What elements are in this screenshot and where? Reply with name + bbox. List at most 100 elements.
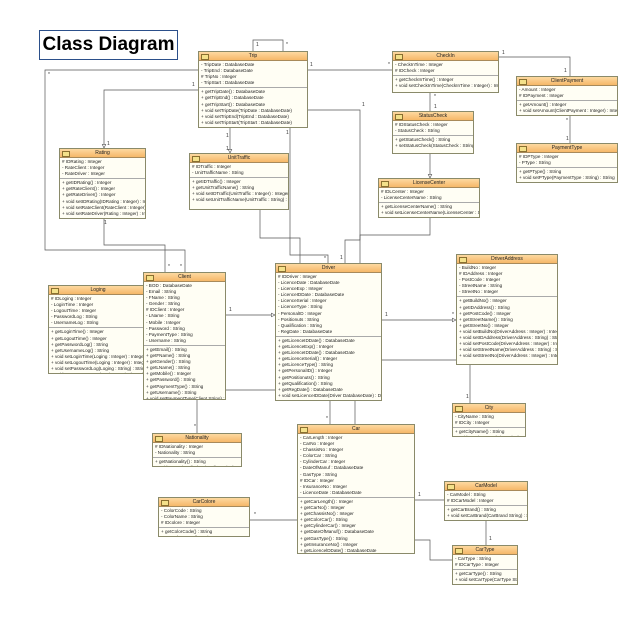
multiplicity-label: 1: [226, 146, 229, 152]
attribute: # IDTraffic : Integer: [192, 164, 232, 169]
method: + void setUsernameLog(Loging : String) :…: [51, 372, 147, 373]
attributes-section: - CarType : String# IDCarType : Integer: [453, 555, 517, 571]
class-header: Loging: [49, 286, 147, 295]
attribute: - Positionuts : String: [278, 316, 320, 322]
multiplicity-label: *: [168, 264, 170, 270]
class-icon: [519, 145, 527, 152]
class-trip[interactable]: Trip- TripDate : DatabaseDate- TripEnd :…: [198, 51, 308, 128]
attribute: - Username : String: [146, 337, 186, 343]
class-driver[interactable]: Driver# IDDriver : Integer- LicenceDate …: [275, 263, 382, 401]
method: + void setTripStart(TripStart : Database…: [201, 119, 292, 125]
attribute: - Amount : Integer: [519, 87, 556, 92]
class-licensecenter[interactable]: LicenseCenter # IDLCenter : Integer- Lice…: [378, 178, 480, 218]
class-carcolore[interactable]: CarColore- ColorCode : String- ColorName…: [158, 497, 250, 537]
attribute: - CityName : String: [455, 414, 494, 419]
multiplicity-label: 1: [286, 130, 289, 136]
methods-section: + getColorCode() : String+ getColorName(…: [159, 528, 249, 536]
attribute: # IDCar : Integer: [300, 477, 334, 483]
multiplicity-label: 1: [340, 255, 343, 261]
class-car[interactable]: Car- CarLength : Integer- CarNo : Intege…: [297, 424, 415, 554]
class-header: Client: [144, 273, 225, 282]
method: + getCarLength() : Integer: [300, 498, 353, 504]
attributes-section: # IDLCenter : Integer- LicenseCenterName…: [379, 188, 479, 204]
attribute: - LicenceDate : DatabaseDate: [300, 489, 362, 495]
class-checkin[interactable]: CheckIn- CheckInTime : Integer# IDCheck …: [392, 51, 499, 93]
method: + void setRateClient(RateClient : Intege…: [62, 204, 146, 210]
association-line: [252, 39, 284, 51]
multiplicity-label: 1: [104, 220, 107, 226]
attribute: - PersonalID : Integer: [278, 310, 322, 316]
class-header: PaymentType: [517, 144, 617, 153]
class-city[interactable]: City- CityName : String# IDCity : Intege…: [452, 403, 526, 437]
method: + getCityName() : String: [455, 429, 505, 435]
class-icon: [519, 78, 527, 85]
methods-section: + getLoginTime() : Integer+ getLogoutTim…: [49, 328, 147, 373]
multiplicity-label: 1: [566, 136, 569, 142]
methods-section: + getTripDate() : DatabaseDate+ getTripE…: [199, 88, 307, 127]
attribute: - PasswordLog : String: [51, 314, 98, 320]
multiplicity-label: *: [48, 72, 50, 78]
class-nationality[interactable]: Nationality# IDNationality : Integer- Na…: [152, 433, 242, 467]
methods-section: + getLicenseCenterName() : String+ void …: [379, 203, 479, 217]
multiplicity-label: *: [194, 424, 196, 430]
class-icon: [192, 155, 200, 162]
method: + getIDAddress() : String: [459, 304, 510, 310]
method: + void setLicenceIDDate(Driver DatabaseD…: [278, 392, 382, 398]
methods-section: + getCarBrand() : String+ void setCarBra…: [445, 506, 527, 520]
attribute: - TripEnd : DatabaseDate: [201, 68, 253, 74]
multiplicity-label: 1: [489, 536, 492, 542]
class-rating[interactable]: Rating# IDRating : Integer- RateClient :…: [59, 148, 146, 219]
attribute: # IDAddress : Integer: [459, 271, 503, 277]
multiplicity-label: *: [324, 256, 326, 262]
class-loging[interactable]: Loging# IDLoging : Integer- LoginTime : …: [48, 285, 148, 374]
method: + getPositionuts() : String: [278, 374, 330, 380]
method: + getInsuranceNo() : Integer: [300, 541, 358, 547]
method: + void setCarType(CarType String) : Stri…: [455, 577, 518, 583]
attribute: - CylinderCar : Integer: [300, 459, 346, 465]
attributes-section: - TripDate : DatabaseDate- TripEnd : Dat…: [199, 61, 307, 89]
attribute: - ColorCar : String: [300, 453, 338, 459]
method: + void setBuildNo(DriverAddress : Intege…: [459, 328, 558, 334]
method: + getPassword() : String: [146, 377, 196, 383]
attribute: - Nationality : String: [155, 450, 196, 456]
class-name: DriverAddress: [491, 256, 523, 262]
class-name: LicenseCenter: [412, 180, 446, 186]
class-carmodel[interactable]: CarModel- CarModel : String# IDCarModel …: [444, 481, 528, 521]
method: + setStatusCheck(StatusCheck : String) :…: [395, 143, 473, 149]
attribute: - ColorCode : String: [161, 508, 202, 513]
class-client[interactable]: Client- BOD : DatabaseDate- Email : Stri…: [143, 272, 226, 400]
class-cartype[interactable]: CarType- CarType : String# IDCarType : I…: [452, 545, 518, 585]
class-clientpayment[interactable]: ClientPayment- Amount : Integer# IDPayme…: [516, 76, 618, 116]
arrowhead: [427, 174, 433, 179]
attributes-section: - BOD : DatabaseDate- Email : String- FN…: [144, 282, 225, 346]
method: + getLicenceIDDate() : DatabaseDate: [278, 350, 355, 356]
method: + getLicenceType() : String: [278, 362, 334, 368]
multiplicity-label: 1: [564, 68, 567, 74]
attributes-section: - ColorCode : String- ColorName : String…: [159, 507, 249, 529]
attribute: - Qualification : String: [278, 322, 322, 328]
multiplicity-label: *: [388, 62, 390, 68]
class-driveraddress[interactable]: DriverAddress - BuildNo : Integer# IDAddr…: [456, 254, 558, 365]
multiplicity-label: 1: [466, 394, 469, 400]
association-line: [308, 109, 361, 263]
class-header: Driver: [276, 264, 381, 273]
method: + getLoginTime() : Integer: [51, 329, 104, 335]
method: + void setCarBrand(CarBrand String) : St…: [447, 513, 527, 519]
class-header: Car: [298, 425, 414, 434]
class-name: Loging: [90, 287, 106, 293]
attribute: - Gender : String: [146, 301, 180, 307]
attribute: - ColorName : String: [161, 514, 203, 520]
attribute: - CarNo : Integer: [300, 441, 335, 447]
method: + void setPType(PaymentType : String) : …: [519, 175, 615, 181]
class-unittraffic[interactable]: UnitTraffic# IDTraffic : Integer- UnitTr…: [189, 153, 289, 210]
association-line: [103, 219, 166, 272]
attributes-section: - Amount : Integer# IDPayment : Integer: [517, 86, 617, 102]
class-paymenttype[interactable]: PaymentType# IDPType : Integer- PType : …: [516, 143, 618, 183]
diagram-title: Class Diagram: [39, 30, 178, 60]
attribute: # IDCheck : Integer: [395, 68, 435, 74]
class-statuscheck[interactable]: StatusCheck# IDStatusCheck : Integer- St…: [392, 111, 474, 154]
attributes-section: - CarModel : String# IDCarModel : Intege…: [445, 491, 527, 507]
attribute: - InsuranceNo : Integer: [300, 483, 347, 489]
class-name: PaymentType: [551, 145, 583, 151]
attribute: - BuildNo : Integer: [459, 265, 497, 270]
